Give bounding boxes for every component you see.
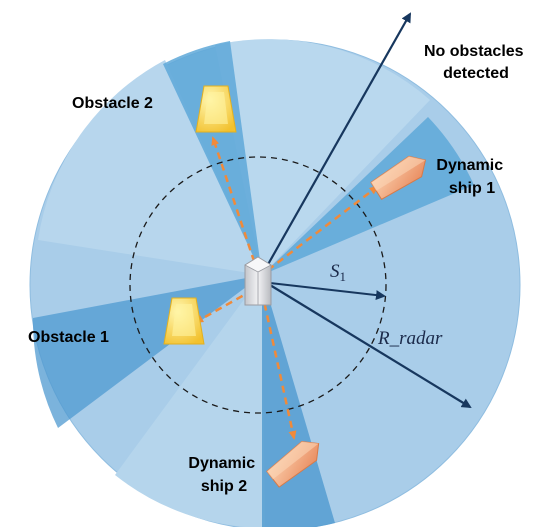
detect-arrow-ship1 xyxy=(267,185,379,271)
radar-light-wedge-left xyxy=(38,60,262,275)
no-obstacle-ray xyxy=(261,12,411,276)
sector-dynamic-ship1 xyxy=(262,117,474,275)
radar-light-wedge-bottom xyxy=(115,275,265,527)
safety-distance-circle xyxy=(129,156,387,414)
label-r-radar: R_radar xyxy=(377,328,443,349)
sector-obstacle1 xyxy=(32,275,263,428)
detect-arrow-obstacle1 xyxy=(194,288,254,324)
own-ship-shape xyxy=(244,256,272,306)
detect-arrow-ship2 xyxy=(260,291,297,440)
dynamic-ship2-shape xyxy=(266,440,320,488)
label-s1: S1 xyxy=(330,261,346,284)
r-radar-arrow xyxy=(269,284,472,409)
obstacle2-shape xyxy=(195,85,237,133)
label-obstacle2: Obstacle 2 xyxy=(72,95,153,112)
label-no-obstacles: No obstacles detected xyxy=(424,43,528,82)
sector-obstacle2 xyxy=(163,41,262,275)
label-dynamic-ship1: Dynamic ship 1 xyxy=(436,157,507,197)
radar-light-wedge-top xyxy=(215,39,430,275)
obstacle1-shape xyxy=(163,297,205,345)
label-obstacle1: Obstacle 1 xyxy=(28,329,109,346)
dynamic-ship1-shape xyxy=(370,155,427,200)
s1-arrow xyxy=(269,282,386,301)
label-dynamic-ship2: Dynamic ship 2 xyxy=(188,455,259,495)
